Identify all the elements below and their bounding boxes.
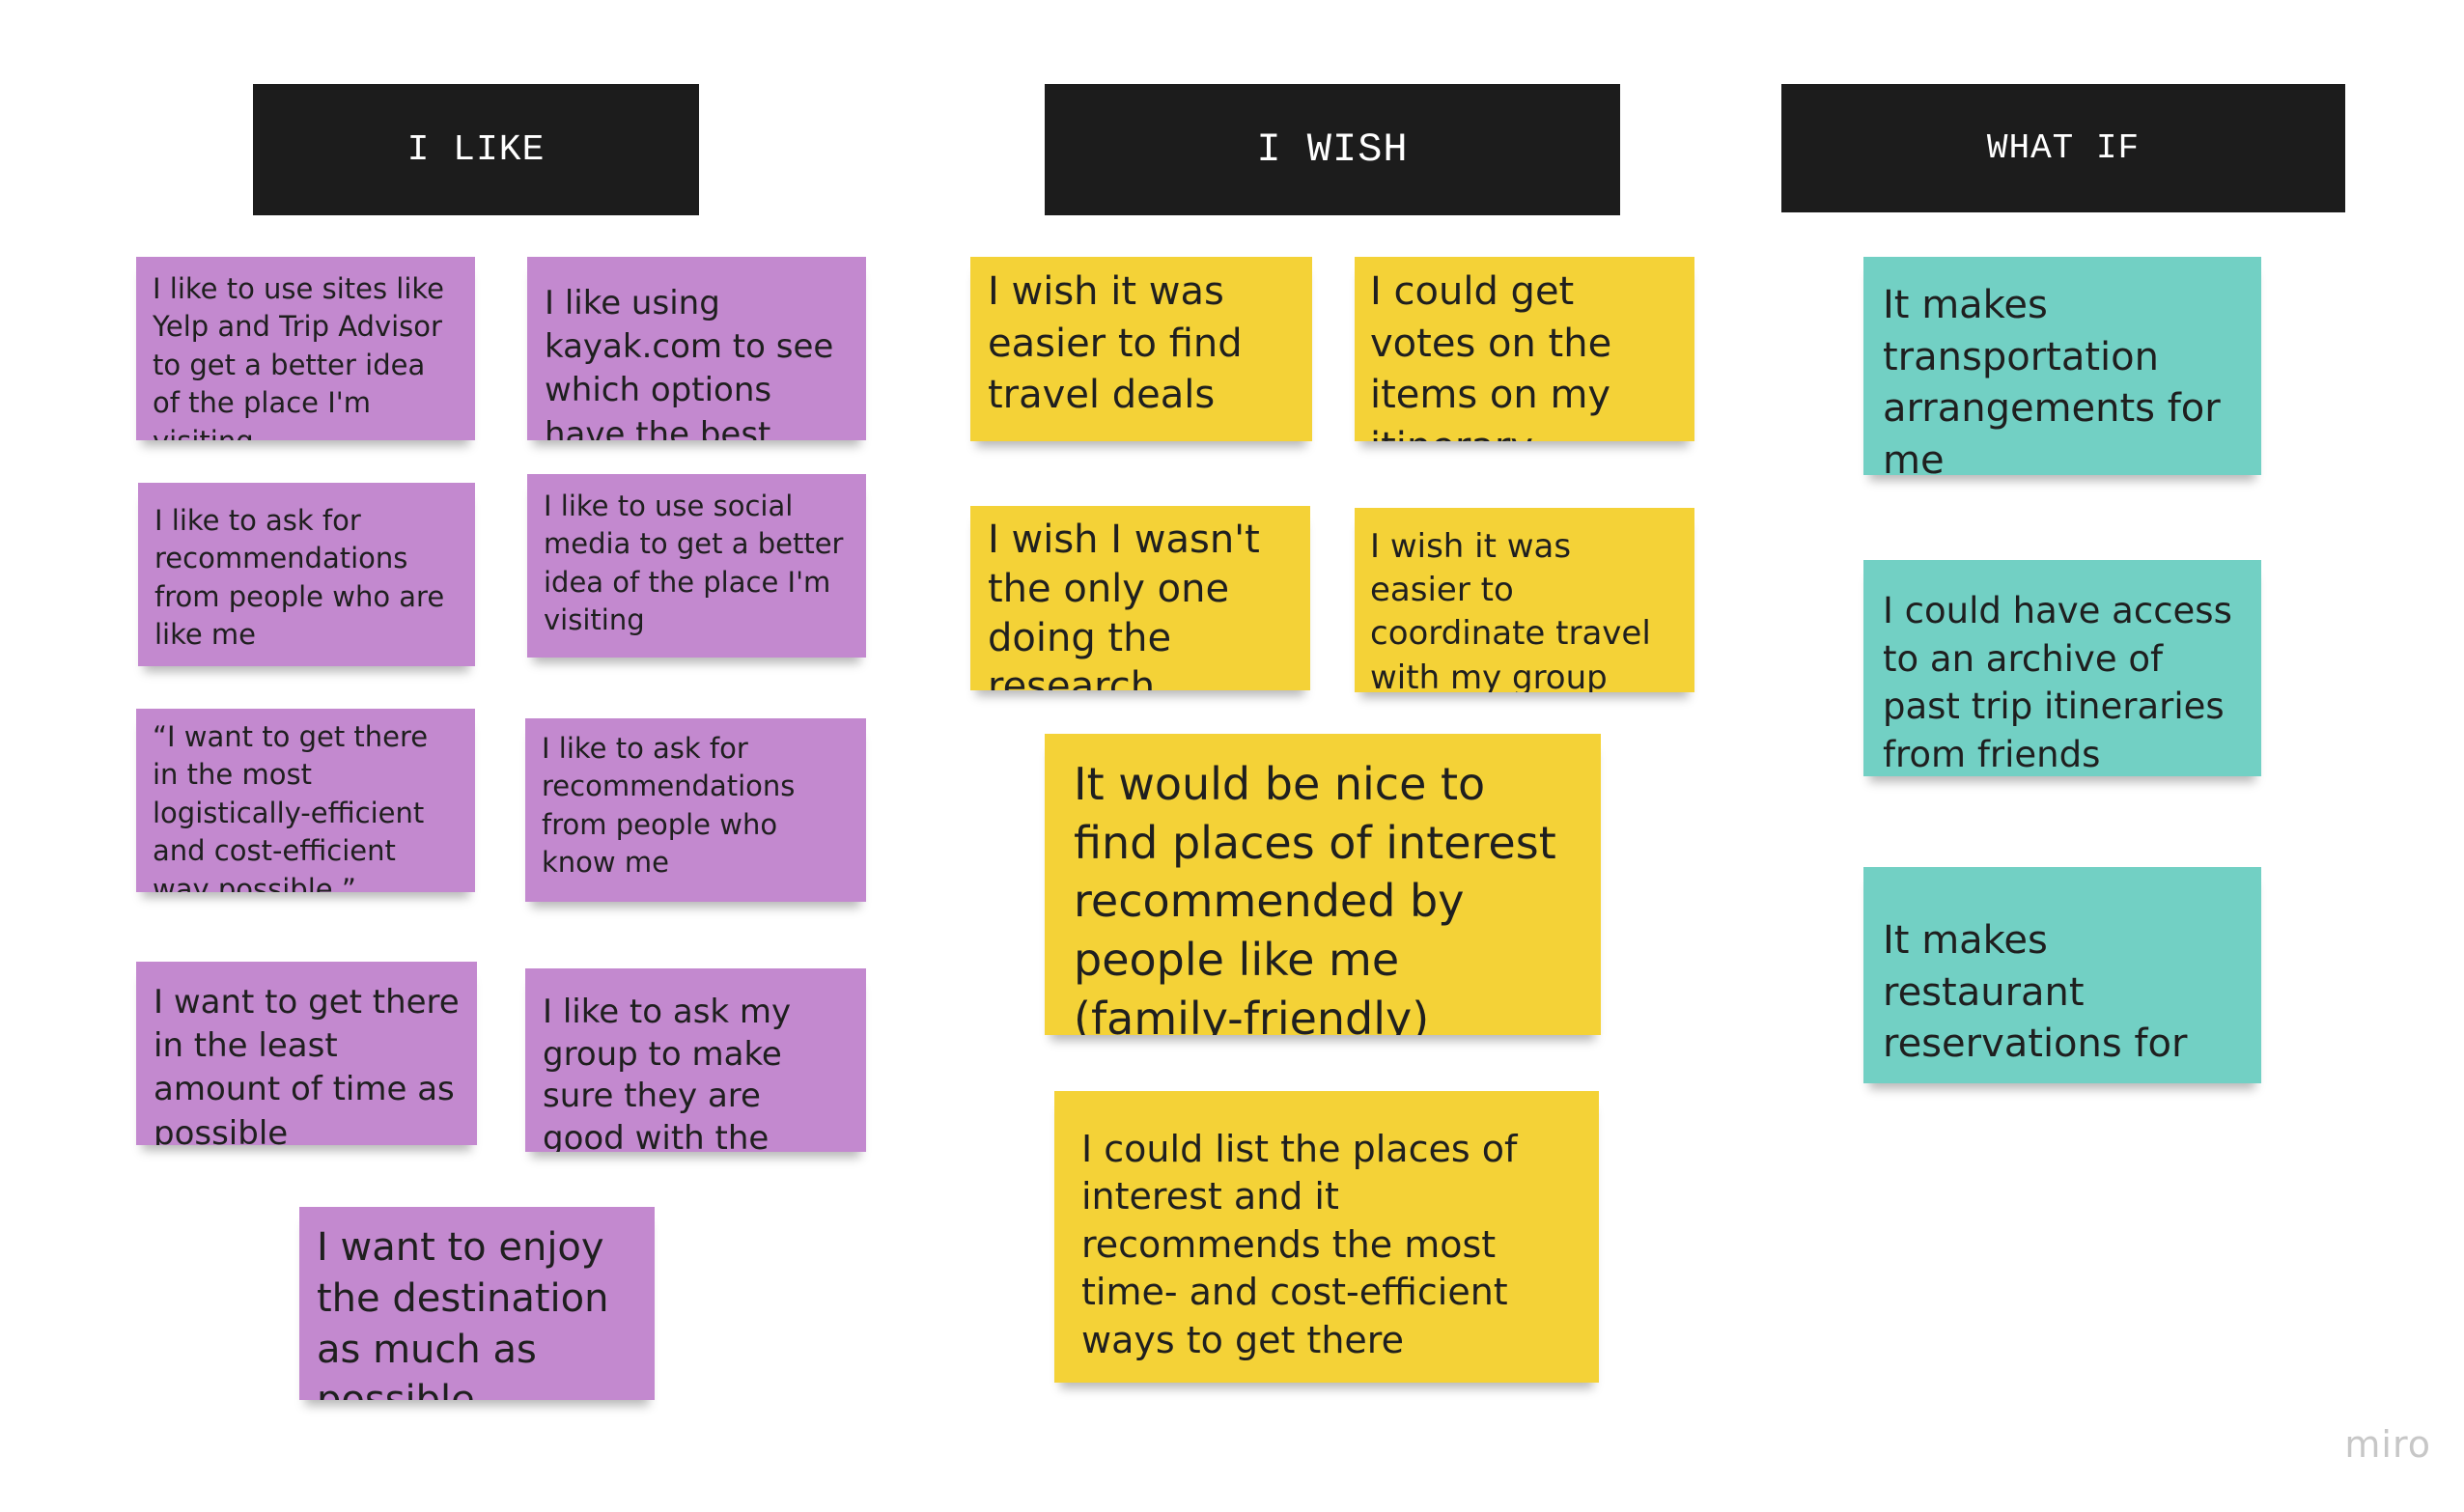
sticky-note-whatif-transportation[interactable]: It makes transportation arrangements for… [1863, 257, 2261, 475]
sticky-note-wish-places-of-interest[interactable]: It would be nice to find places of inter… [1045, 734, 1601, 1035]
sticky-note-wish-travel-deals[interactable]: I wish it was easier to find travel deal… [970, 257, 1312, 441]
sticky-note-like-least-time[interactable]: I want to get there in the least amount … [136, 962, 477, 1145]
sticky-note-wish-only-one-research[interactable]: I wish I wasn't the only one doing the r… [970, 506, 1310, 690]
header-i-like-label: I LIKE [406, 128, 546, 171]
header-what-if[interactable]: WHAT IF [1781, 84, 2345, 212]
sticky-note-like-group-plan[interactable]: I like to ask my group to make sure they… [525, 968, 866, 1152]
miro-logo: miro [2344, 1423, 2431, 1466]
sticky-note-wish-coordinate-group[interactable]: I wish it was easier to coordinate trave… [1355, 508, 1694, 692]
sticky-note-wish-votes-itinerary[interactable]: I could get votes on the items on my iti… [1355, 257, 1694, 441]
sticky-note-like-efficient-quote[interactable]: “I want to get there in the most logisti… [136, 709, 475, 892]
header-what-if-label: WHAT IF [1986, 128, 2141, 168]
sticky-note-wish-list-places[interactable]: I could list the places of interest and … [1054, 1091, 1599, 1383]
header-i-like[interactable]: I LIKE [253, 84, 699, 215]
sticky-note-like-recommendations-like-me[interactable]: I like to ask for recommendations from p… [138, 483, 475, 666]
sticky-note-like-social-media[interactable]: I like to use social media to get a bett… [527, 474, 866, 658]
sticky-note-like-enjoy-destination[interactable]: I want to enjoy the destination as much … [299, 1207, 655, 1400]
sticky-note-like-yelp[interactable]: I like to use sites like Yelp and Trip A… [136, 257, 475, 440]
header-i-wish-label: I WISH [1256, 126, 1409, 173]
sticky-note-like-recommendations-know-me[interactable]: I like to ask for recommendations from p… [525, 718, 866, 902]
header-i-wish[interactable]: I WISH [1045, 84, 1620, 215]
sticky-note-like-kayak[interactable]: I like using kayak.com to see which opti… [527, 257, 866, 440]
sticky-note-whatif-archive[interactable]: I could have access to an archive of pas… [1863, 560, 2261, 776]
sticky-note-whatif-restaurant[interactable]: It makes restaurant reservations for me [1863, 867, 2261, 1083]
